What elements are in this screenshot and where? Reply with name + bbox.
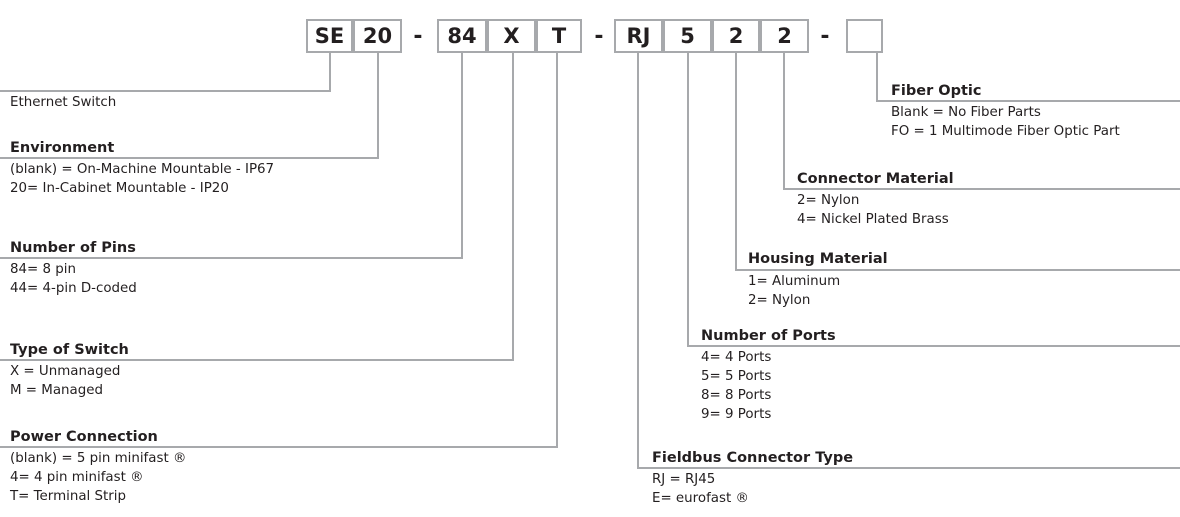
ports-option: 9= 9 Ports [701,407,772,422]
separator-dash: - [594,23,604,49]
code-box-connector: 2 [760,19,809,53]
line-ethernet-switch [0,53,331,92]
ethernet-switch-label: Ethernet Switch [10,95,117,110]
line-environment [0,53,379,159]
separator-dash: - [820,23,830,49]
fieldbus-option: RJ = RJ45 [652,472,716,487]
code-box-housing: 2 [712,19,760,53]
fiber-title: Fiber Optic [891,83,982,99]
line-housing [735,53,1180,271]
pins-title: Number of Pins [10,240,136,256]
line-switch-type [0,53,514,361]
housing-option: 1= Aluminum [748,274,841,289]
power-option: T= Terminal Strip [10,489,126,504]
code-box-environment: 20 [353,19,402,53]
ports-option: 5= 5 Ports [701,369,772,384]
environment-option: 20= In-Cabinet Mountable - IP20 [10,181,229,196]
pins-option: 44= 4-pin D-coded [10,281,137,296]
connector-option: 2= Nylon [797,193,860,208]
ports-option: 8= 8 Ports [701,388,772,403]
power-option: 4= 4 pin minifast ® [10,470,144,485]
housing-title: Housing Material [748,251,888,267]
power-option: (blank) = 5 pin minifast ® [10,451,187,466]
fieldbus-title: Fieldbus Connector Type [652,450,854,466]
code-box-switch-type: X [487,19,536,53]
code-box-fiber [846,19,883,53]
line-fieldbus [637,53,1180,469]
code-box-pins: 84 [437,19,487,53]
housing-option: 2= Nylon [748,293,811,308]
line-power [0,53,558,448]
connector-option: 4= Nickel Plated Brass [797,212,949,227]
environment-title: Environment [10,140,115,156]
fiber-option: Blank = No Fiber Parts [891,105,1041,120]
code-box-power: T [536,19,582,53]
ports-title: Number of Ports [701,328,836,344]
fieldbus-option: E= eurofast ® [652,491,749,506]
code-box-se: SE [306,19,353,53]
switch-type-option: M = Managed [10,383,103,398]
pins-option: 84= 8 pin [10,262,76,277]
code-box-fieldbus: RJ [614,19,663,53]
line-fiber [876,53,1180,102]
separator-dash: - [413,23,423,49]
line-connector [783,53,1180,190]
line-pins [0,53,463,259]
switch-type-option: X = Unmanaged [10,364,121,379]
power-title: Power Connection [10,429,158,445]
switch-type-title: Type of Switch [10,342,129,358]
environment-option: (blank) = On-Machine Mountable - IP67 [10,162,275,177]
code-box-ports: 5 [663,19,712,53]
fiber-option: FO = 1 Multimode Fiber Optic Part [891,124,1120,139]
line-ports [687,53,1180,347]
connector-title: Connector Material [797,171,954,187]
ports-option: 4= 4 Ports [701,350,772,365]
